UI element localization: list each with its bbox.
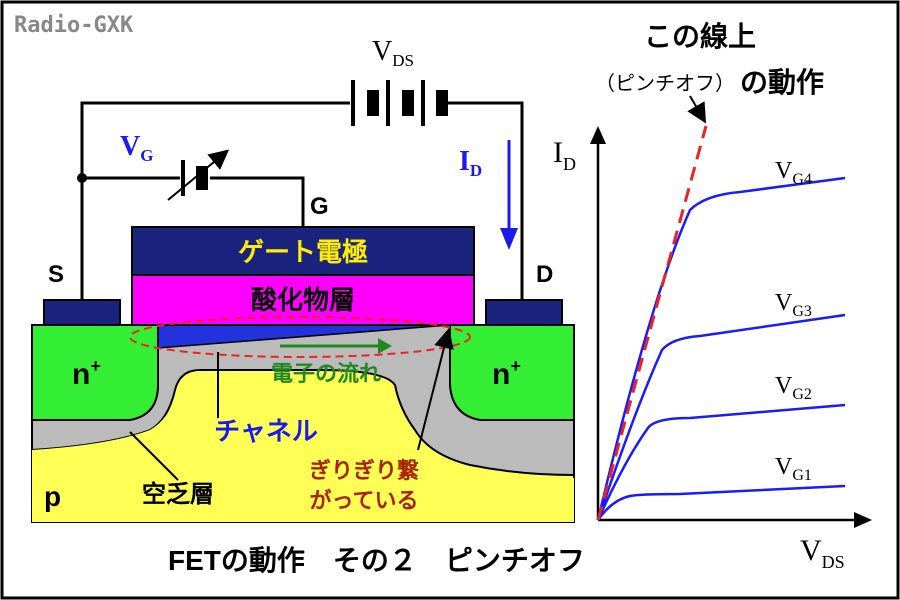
curve-vg1 [596,484,846,521]
curve-label-vg3: VG3 [775,290,812,320]
drain-contact [485,299,563,326]
depletion-layer-label: 空乏層 [142,480,214,508]
graph-title-paren: （ピンチオフ） [595,72,735,95]
vg-wire-right [210,176,305,227]
vds-wire-right [448,101,524,300]
id-label: ID [459,146,482,180]
n-plus-drain-region [449,324,575,421]
p-region-label: p [44,481,61,512]
pinchoff-locus-line [596,125,708,521]
pinch-pointer-arrow [417,328,454,451]
vg-variable-battery [167,149,230,201]
figure-caption: FETの動作 その２ ピンチオフ [168,545,585,576]
vds-battery [351,80,448,126]
gate-electrode [131,226,475,276]
graph-title-line1: この線上 [644,20,756,52]
gate-terminal-label: G [310,193,329,220]
curve-label-vg4: VG4 [775,158,812,188]
x-axis-label: VDS [800,534,845,572]
x-axis-arrowhead [854,512,872,528]
curve-vg2 [596,403,846,521]
n-plus-source-region [31,324,159,421]
source-contact [43,299,121,326]
drain-terminal-label: D [536,261,553,288]
electron-flow-arrow-head [378,338,392,354]
curve-vg4 [596,176,846,521]
pinch-label-line1: ぎりぎり繋 [309,458,420,483]
n-plus-left-label: n+ [72,356,101,391]
pinchoff-title-pointer [687,95,707,124]
source-terminal-label: S [48,261,64,288]
vds-label: VDS [372,36,414,70]
curve-label-vg2: VG2 [775,373,812,403]
id-arrow-head [500,228,518,250]
depletion-pointer-line [129,431,179,481]
y-axis-arrowhead [590,126,606,144]
gate-electrode-label: ゲート電極 [238,237,368,267]
graph-title-line2: の動作 [740,67,824,98]
y-axis-label: ID [553,136,576,174]
pinchoff-ellipse [129,316,471,358]
pinch-label-line2: がっている [310,488,419,513]
p-region-fill [32,373,574,522]
curve-label-vg1: VG1 [775,454,812,484]
electron-flow-label: 電子の流れ [271,361,381,386]
watermark-text: Radio-GXK [14,13,134,38]
n-plus-right-label: n+ [492,356,521,391]
vds-wire-left [80,101,350,300]
oxide-layer-label: 酸化物層 [251,285,355,315]
channel-label: チャネル [214,416,318,446]
vg-label: VG [120,131,153,165]
curve-vg3 [596,313,846,521]
id-vds-graph: ID VDS VG4 VG3 VG2 VG1 この線上 （ピンチオフ） の動作 [553,20,872,572]
